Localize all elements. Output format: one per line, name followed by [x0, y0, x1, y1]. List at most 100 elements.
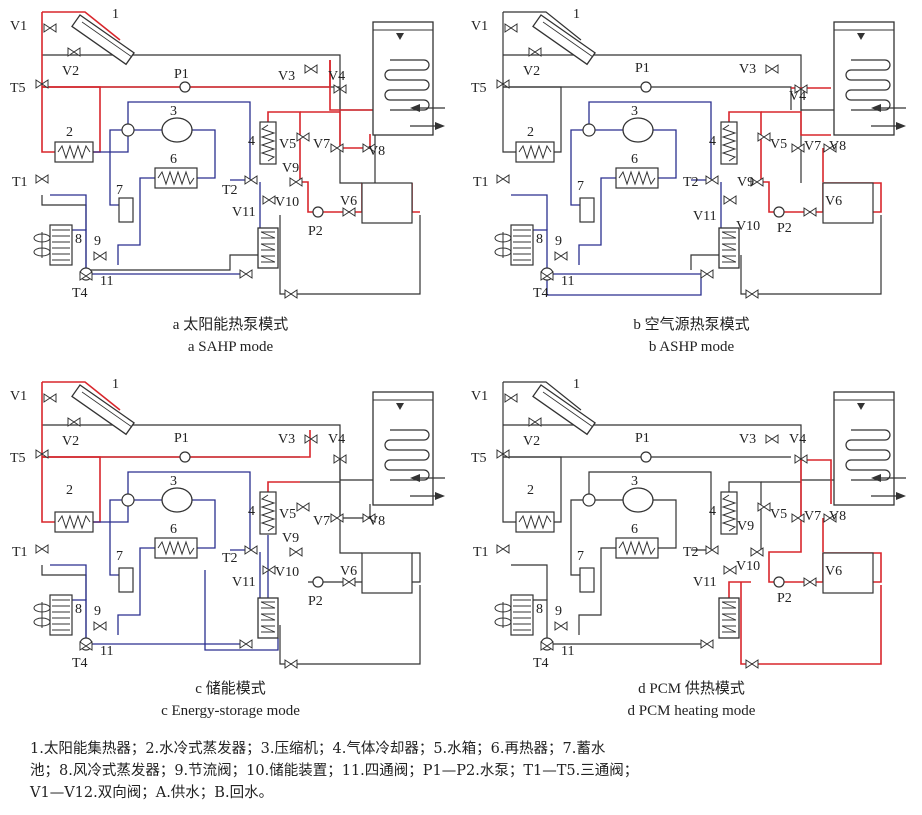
panel-b: b 空气源热泵模式 b ASHP mode — [461, 0, 922, 370]
label-reheater: 6 — [170, 522, 177, 537]
caption-c-en: c Energy-storage mode — [161, 703, 300, 719]
label-v3: V3 — [739, 432, 756, 447]
label-v1: V1 — [10, 389, 27, 404]
label-v4: V4 — [789, 89, 806, 104]
pipes-c-blue — [50, 471, 279, 651]
label-v3: V3 — [278, 432, 295, 447]
label-v5: V5 — [279, 507, 296, 522]
label-t2: T2 — [222, 183, 238, 198]
label-v6: V6 — [825, 564, 842, 579]
label-t5: T5 — [471, 81, 487, 96]
label-v7: V7 — [313, 514, 330, 529]
label-air-evap: 8 — [536, 602, 543, 617]
caption-d-cn: d PCM 供热模式 — [638, 681, 745, 697]
label-p1: P1 — [174, 67, 189, 82]
label-v7: V7 — [804, 139, 821, 154]
label-t4: T4 — [72, 286, 88, 301]
label-v7: V7 — [313, 137, 330, 152]
label-throttle: 9 — [94, 234, 101, 249]
label-water-evap: 2 — [527, 125, 534, 140]
caption-a-en: a SAHP mode — [187, 339, 274, 355]
label-v7: V7 — [804, 509, 821, 524]
label-gas-cooler: 4 — [709, 504, 716, 519]
diagram-b: V1 1 V2 P1 V3 V4 T5 3 2 4 V5 V7 V8 6 V9 … — [471, 7, 907, 301]
label-v2: V2 — [523, 434, 540, 449]
label-collector: 1 — [573, 7, 580, 22]
label-v1: V1 — [10, 19, 27, 34]
label-t5: T5 — [10, 81, 26, 96]
panel-c: c 储能模式 c Energy-storage mode — [0, 370, 461, 740]
label-reservoir: 7 — [577, 549, 584, 564]
label-t4: T4 — [533, 656, 549, 671]
label-v11: V11 — [232, 575, 256, 590]
label-reservoir: 7 — [577, 179, 584, 194]
label-t4: T4 — [533, 286, 549, 301]
label-air-evap: 8 — [75, 232, 82, 247]
label-v9: V9 — [737, 519, 754, 534]
diagram-a: V1 1 V2 P1 V3 V4 T5 3 2 4 V5 V7 V8 6 V9 … — [10, 7, 446, 301]
label-v2: V2 — [62, 434, 79, 449]
label-gas-cooler: 4 — [248, 504, 255, 519]
label-v10: V10 — [275, 195, 299, 210]
label-gas-cooler: 4 — [709, 134, 716, 149]
label-v10: V10 — [736, 559, 760, 574]
label-p2: P2 — [777, 591, 792, 606]
label-v4: V4 — [328, 432, 345, 447]
panel-a: a 太阳能热泵模式 a SAHP mode — [0, 0, 461, 370]
label-reservoir: 7 — [116, 549, 123, 564]
label-v4: V4 — [328, 69, 345, 84]
label-water-evap: 2 — [66, 483, 73, 498]
label-t2: T2 — [683, 175, 699, 190]
label-p1: P1 — [635, 431, 650, 446]
caption-b-cn: b 空气源热泵模式 — [633, 317, 750, 333]
pipes-a-black — [41, 54, 421, 295]
label-compressor: 3 — [170, 104, 177, 119]
label-v3: V3 — [278, 69, 295, 84]
label-v11: V11 — [693, 575, 717, 590]
pipes-c-black — [41, 424, 421, 665]
label-v5: V5 — [770, 507, 787, 522]
label-v11: V11 — [693, 209, 717, 224]
label-v10: V10 — [736, 219, 760, 234]
caption-b-en: b ASHP mode — [648, 339, 735, 355]
label-reheater: 6 — [170, 152, 177, 167]
label-t1: T1 — [473, 545, 489, 560]
label-t5: T5 — [10, 451, 26, 466]
label-throttle: 9 — [555, 604, 562, 619]
diagram-d: V1 1 V2 P1 V3 V4 T5 3 2 4 V5 V7 V8 6 V9 … — [471, 377, 907, 671]
label-air-evap: 8 — [75, 602, 82, 617]
label-v11: V11 — [232, 205, 256, 220]
label-v8: V8 — [368, 144, 385, 159]
label-v2: V2 — [62, 64, 79, 79]
legend-line-1: 1.太阳能集热器；2.水冷式蒸发器；3.压缩机；4.气体冷却器；5.水箱；6.再… — [30, 741, 606, 757]
label-v6: V6 — [340, 564, 357, 579]
label-collector: 1 — [573, 377, 580, 392]
label-v5: V5 — [279, 137, 296, 152]
label-four-way: 11 — [100, 274, 113, 289]
label-collector: 1 — [112, 377, 119, 392]
label-v9: V9 — [737, 175, 754, 190]
label-v9: V9 — [282, 531, 299, 546]
label-water-evap: 2 — [527, 483, 534, 498]
label-v3: V3 — [739, 62, 756, 77]
caption-d-en: d PCM heating mode — [627, 703, 756, 719]
pipes-b-black — [502, 11, 882, 295]
legend-line-2: 池；8.风冷式蒸发器；9.节流阀；10.储能装置；11.四通阀；P1—P2.水泵… — [30, 763, 639, 779]
label-throttle: 9 — [94, 604, 101, 619]
label-v8: V8 — [829, 139, 846, 154]
label-t2: T2 — [222, 551, 238, 566]
caption-c-cn: c 储能模式 — [195, 681, 266, 697]
system-diagrams: V1 1 V2 P1 V3 V4 T5 3 2 4 V5 V7 V8 6 V9 … — [10, 7, 907, 671]
label-v1: V1 — [471, 19, 488, 34]
label-collector: 1 — [112, 7, 119, 22]
label-t1: T1 — [473, 175, 489, 190]
label-t2: T2 — [683, 545, 699, 560]
label-v6: V6 — [825, 194, 842, 209]
label-v10: V10 — [275, 565, 299, 580]
label-reheater: 6 — [631, 522, 638, 537]
label-v6: V6 — [340, 194, 357, 209]
label-water-evap: 2 — [66, 125, 73, 140]
label-four-way: 11 — [561, 644, 574, 659]
label-p2: P2 — [308, 224, 323, 239]
label-compressor: 3 — [631, 104, 638, 119]
